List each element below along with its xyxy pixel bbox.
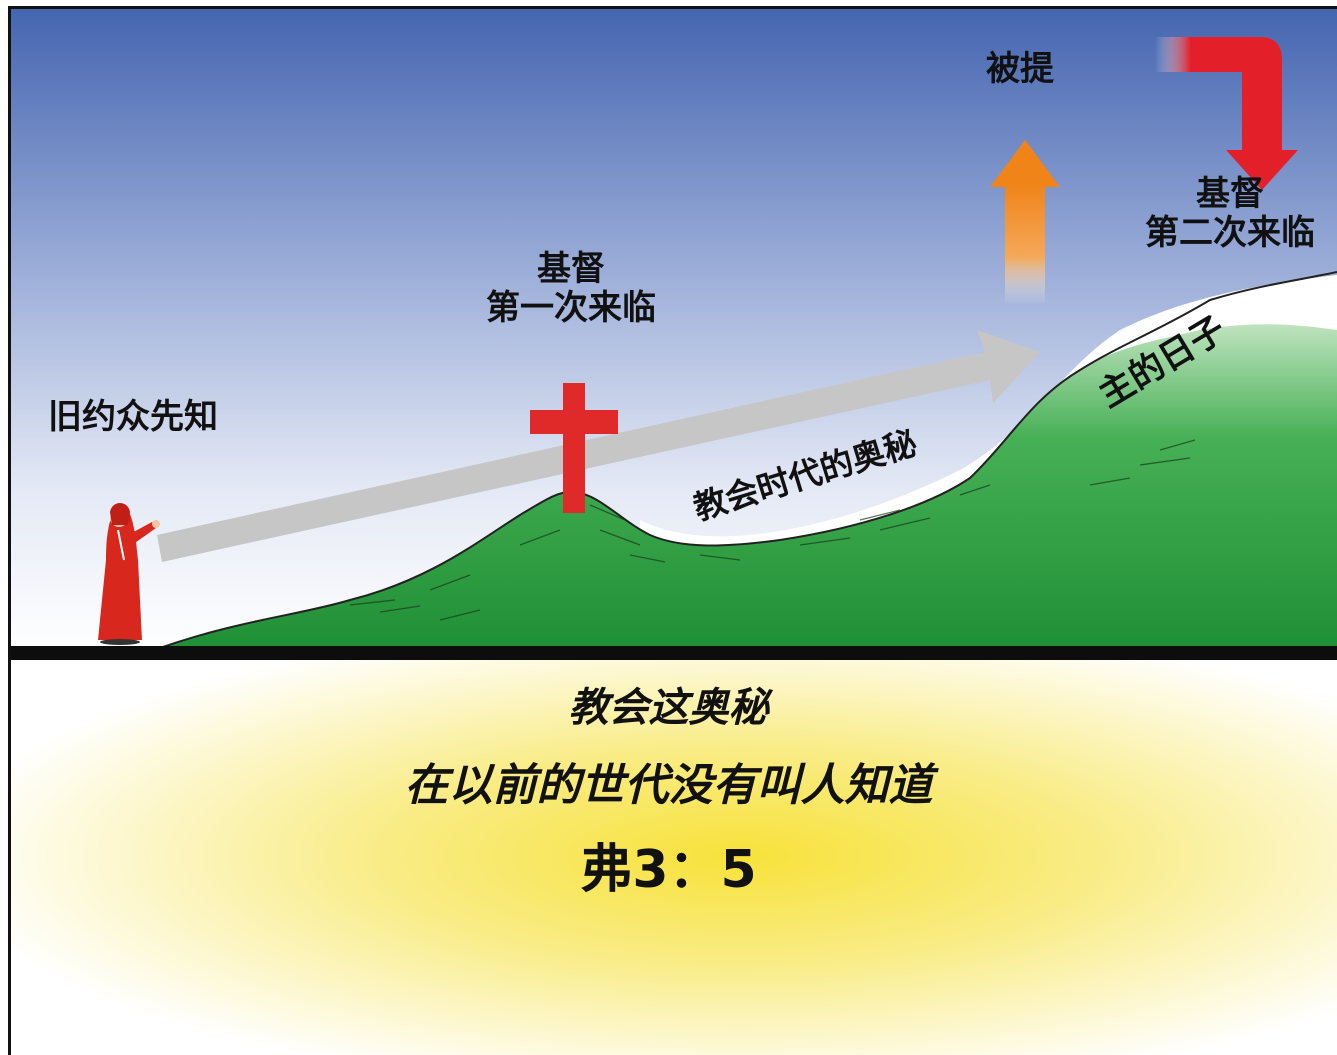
frame-border-left (8, 6, 11, 1055)
label-rapture: 被提 (986, 49, 1054, 89)
label-first-coming-line2: 第一次来临 (486, 288, 656, 329)
label-prophets: 旧约众先知 (48, 397, 218, 437)
church-age-arrow (157, 330, 1040, 562)
frame-border-top (10, 6, 1337, 9)
descent-arrow-icon (1155, 37, 1298, 190)
caption-line1: 教会这奥秘 (568, 685, 769, 731)
label-second-coming-line2: 第二次来临 (1145, 213, 1315, 254)
prophet-figure-icon (98, 503, 160, 645)
rapture-arrow-icon (990, 140, 1060, 305)
hill-hatching (349, 439, 1196, 621)
ground-line (10, 646, 1337, 660)
caption-line2: 在以前的世代没有叫人知道 (404, 760, 933, 811)
hill-outline (159, 271, 1337, 649)
cross-icon (530, 383, 618, 513)
caption-block: 教会这奥秘 在以前的世代没有叫人知道 弗3：5 (0, 688, 1337, 896)
green-hill (160, 324, 1337, 650)
caption-reference: 弗3：5 (580, 840, 757, 900)
label-first-coming-line1: 基督 (537, 249, 605, 289)
label-second-coming: 基督 第二次来临 (1126, 174, 1334, 254)
label-first-coming: 基督 第一次来临 (466, 249, 676, 329)
label-second-coming-line1: 基督 (1196, 174, 1264, 214)
caption-panel (10, 658, 1337, 1055)
